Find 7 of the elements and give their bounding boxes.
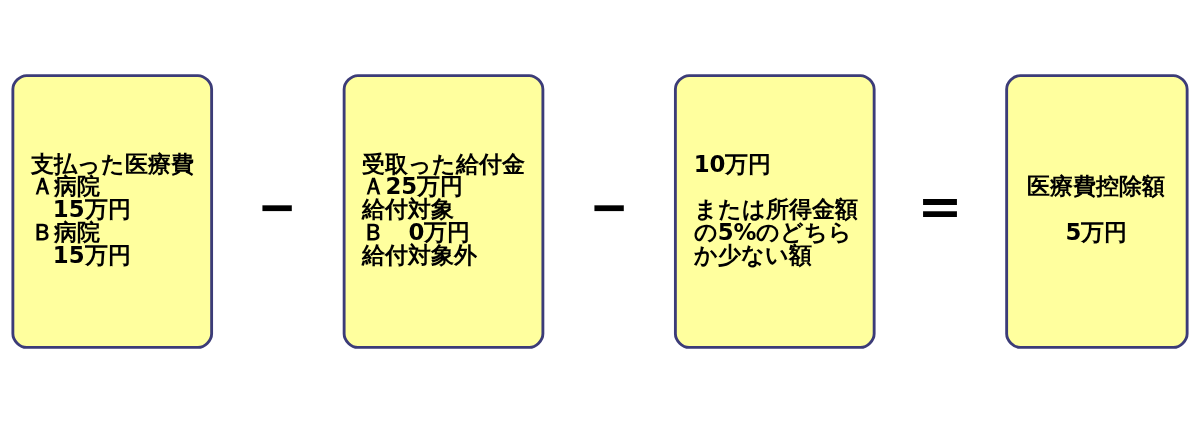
node-box: 支払った医療費 Ａ病院 15万円 Ｂ病院 15万円	[11, 73, 214, 349]
node-box: 受取った給付金 Ａ25万円 給付対象 Ｂ 0万円 給付対象外	[342, 73, 545, 349]
node-box: 医療費控除額 5万円	[1005, 73, 1189, 349]
node-box: 10万円 または所得金額の5%のどちらか少ない額	[673, 73, 876, 349]
label: ＝	[908, 168, 971, 241]
label: －	[577, 168, 640, 241]
label: －	[246, 168, 309, 241]
